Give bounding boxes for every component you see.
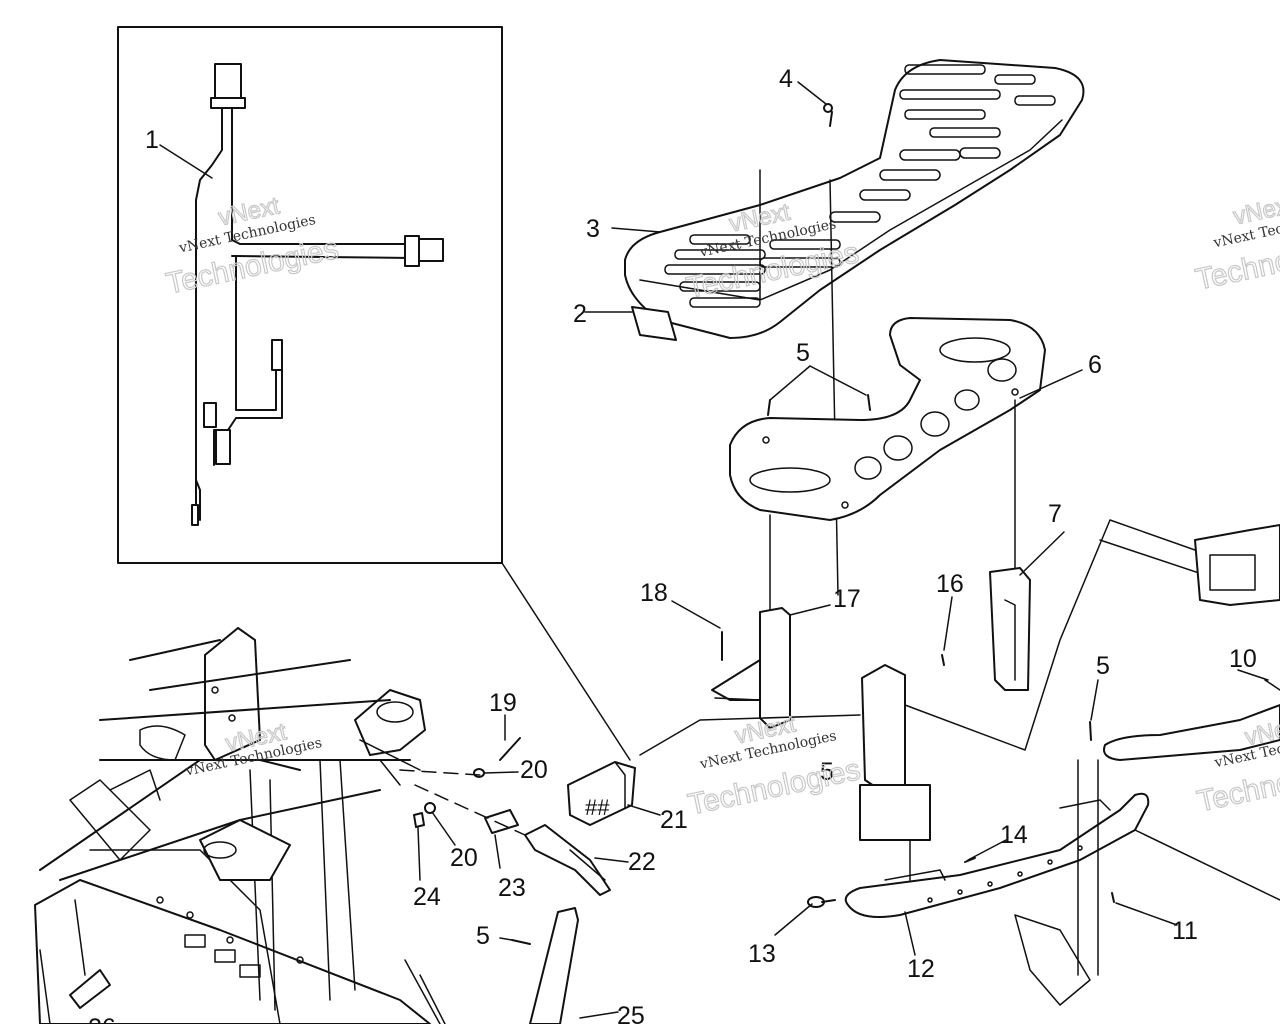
support-plate: [729, 317, 1046, 611]
label-part-18: 18: [640, 579, 668, 607]
label-part-21: 21: [660, 806, 688, 834]
center-post: [639, 519, 1280, 881]
watermarks: vNext vNext Technologies Technologies vN…: [163, 191, 1280, 823]
vehicle-frame: [34, 627, 446, 1024]
label-part-2: 2: [573, 300, 587, 328]
screw-part-4: [823, 103, 833, 127]
label-part-14: 14: [1000, 821, 1028, 849]
label-part-24: 24: [413, 883, 441, 911]
taillight-edge: [1194, 524, 1280, 606]
label-part-6: 6: [1088, 351, 1102, 379]
label-part-11: 11: [1172, 917, 1198, 945]
label-part-26: 26: [88, 1014, 116, 1024]
taillight-part-21: ##: [567, 761, 636, 826]
label-part-5-lower: 5: [476, 922, 490, 950]
label-part-5-right: 5: [1096, 652, 1110, 680]
leader-lines: [159, 81, 1269, 1019]
taillight-decal-mark: ##: [585, 795, 610, 820]
assembly-dashed-lines: [399, 769, 526, 836]
fasteners-parts-19-24: [413, 737, 521, 834]
screws-part-5-upper: [767, 365, 871, 416]
label-part-22: 22: [628, 848, 656, 876]
label-part-1: 1: [145, 126, 159, 154]
label-part-5-upper: 5: [796, 339, 810, 367]
label-part-20-lower: 20: [450, 844, 478, 872]
label-part-12: 12: [907, 955, 935, 983]
label-part-17: 17: [833, 585, 861, 613]
part-labels: 1 2 3 4 5 6 7 10 11 12 13 14 5 16 17 18 …: [88, 65, 1257, 1024]
label-part-20-upper: 20: [520, 756, 548, 784]
inset-harness-box: [117, 26, 503, 564]
label-part-25: 25: [617, 1002, 645, 1024]
screw-part-16: [941, 654, 945, 666]
inset-leader-line: [501, 562, 631, 761]
label-part-3: 3: [586, 215, 600, 243]
label-part-16: 16: [936, 570, 964, 598]
bracket-part-17: [711, 607, 791, 729]
label-part-23: 23: [498, 874, 526, 902]
lower-rail-part-12: [844, 759, 1280, 1006]
bracket-part-22: [524, 824, 611, 896]
label-part-10: 10: [1229, 645, 1257, 673]
bracket-part-7: [989, 567, 1031, 691]
label-part-5-center: 5: [820, 758, 834, 786]
reflector-part-2: [631, 306, 677, 341]
label-part-7: 7: [1048, 500, 1062, 528]
leg-part-25: [511, 907, 579, 1024]
label-part-4: 4: [779, 65, 793, 93]
grab-handle-part-10: [1103, 679, 1280, 761]
label-part-13: 13: [748, 940, 776, 968]
label-part-19: 19: [489, 689, 517, 717]
